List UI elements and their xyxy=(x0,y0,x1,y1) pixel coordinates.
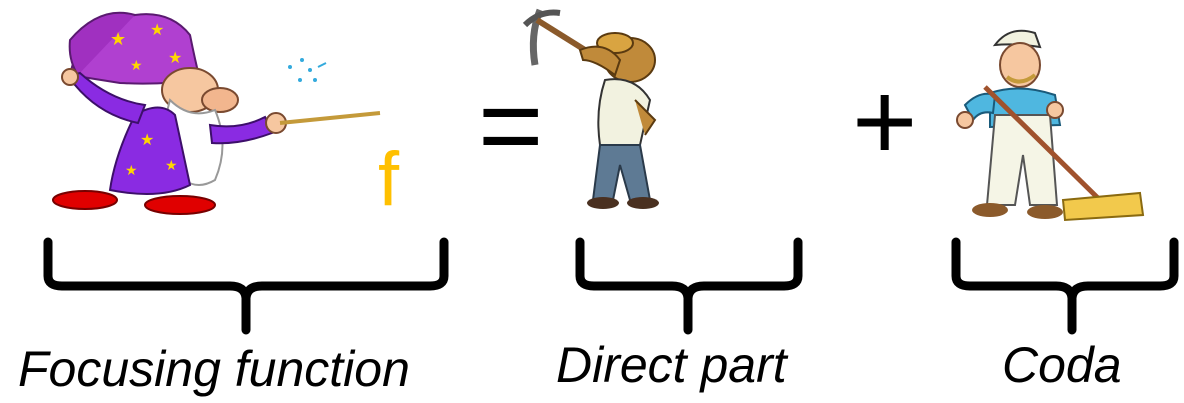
label-direct-part: Direct part xyxy=(556,337,787,393)
svg-text:★: ★ xyxy=(165,158,178,174)
brace-direct-part xyxy=(575,237,803,335)
svg-text:★: ★ xyxy=(130,58,143,74)
miner-with-pickaxe-icon xyxy=(522,8,659,209)
equals-sign: = xyxy=(478,63,544,188)
svg-text:★: ★ xyxy=(168,48,182,67)
svg-text:★: ★ xyxy=(125,163,138,179)
f-symbol: f xyxy=(378,137,400,222)
wizard-icon: ★ ★ ★ ★ ★ ★ ★ xyxy=(52,11,381,215)
sweeper-with-broom-icon xyxy=(956,29,1145,222)
svg-text:★: ★ xyxy=(110,29,126,50)
label-focusing-function: Focusing function xyxy=(18,341,410,397)
plus-sign: + xyxy=(852,59,918,184)
svg-text:★: ★ xyxy=(140,130,154,149)
brace-focusing-function xyxy=(43,237,449,335)
svg-text:★: ★ xyxy=(150,20,164,39)
brace-coda xyxy=(951,237,1179,335)
label-coda: Coda xyxy=(1002,337,1122,393)
